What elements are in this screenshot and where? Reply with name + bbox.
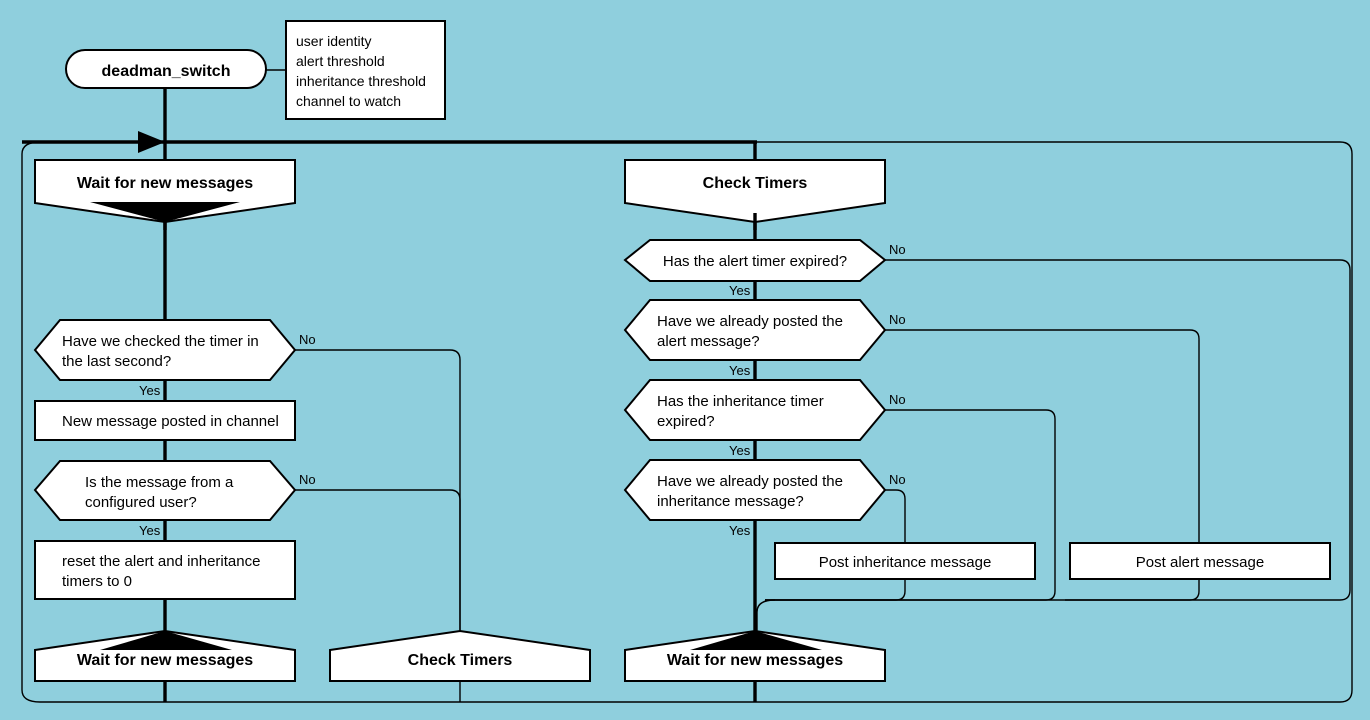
post-alert-message-box[interactable]: Post alert message — [1069, 542, 1331, 580]
right-header-label: Check Timers — [703, 175, 808, 192]
right-decision-3-line-1: Has the inheritance timer — [657, 393, 824, 410]
right-d1-no-route — [765, 259, 1351, 601]
left-decision-2-line-1: Is the message from a — [85, 474, 234, 491]
post-alert-message-label: Post alert message — [1136, 554, 1264, 571]
left-header-node[interactable]: Wait for new messages — [34, 159, 296, 224]
left-decision-1-line-2: the last second? — [62, 353, 171, 370]
right-decision-2-yes-label: Yes — [729, 363, 751, 378]
right-terminal-wait-cap — [690, 631, 822, 650]
params-note-box: user identity alert threshold inheritanc… — [285, 20, 446, 120]
post-inheritance-message-box[interactable]: Post inheritance message — [774, 542, 1036, 580]
left-decision-1-yes-label: Yes — [139, 383, 161, 398]
params-note-line-2: alert threshold — [296, 53, 385, 69]
right-decision-2-no-label: No — [889, 312, 906, 327]
left-terminal-wait[interactable]: Wait for new messages — [34, 629, 296, 682]
start-node-label: deadman_switch — [102, 63, 231, 80]
post-inheritance-exit-route — [765, 579, 906, 601]
right-decision-1-line-1: Has the alert timer expired? — [663, 253, 847, 270]
left-process-2[interactable]: reset the alert and inheritance timers t… — [34, 540, 296, 600]
left-process-1[interactable]: New message posted in channel — [34, 400, 296, 441]
right-terminal-wait[interactable]: Wait for new messages — [624, 629, 886, 682]
right-d2-no-route — [885, 329, 1200, 543]
post-alert-exit-route — [1065, 579, 1200, 601]
left-decision-2-yes-label: Yes — [139, 523, 161, 538]
params-note-line-4: channel to watch — [296, 93, 401, 109]
right-decision-1-no-label: No — [889, 242, 906, 257]
right-decision-1-yes-label: Yes — [729, 283, 751, 298]
left-terminal-wait-label: Wait for new messages — [77, 652, 253, 669]
right-decision-4-yes-label: Yes — [729, 523, 751, 538]
start-node[interactable]: deadman_switch — [65, 49, 267, 89]
params-note-line-1: user identity — [296, 33, 371, 49]
right-bus-merge-hook — [756, 599, 776, 631]
left-terminal-check-timers[interactable]: Check Timers — [329, 629, 591, 682]
left-d2-no-route — [295, 489, 461, 640]
left-process-2-line-2: timers to 0 — [62, 573, 132, 590]
right-decision-4-line-2: inheritance message? — [657, 493, 804, 510]
right-decision-3-line-2: expired? — [657, 413, 715, 430]
left-decision-2-no-label: No — [299, 472, 316, 487]
right-decision-4-line-1: Have we already posted the — [657, 473, 843, 490]
left-process-2-line-1: reset the alert and inheritance — [62, 553, 260, 570]
left-decision-2-line-2: configured user? — [85, 494, 197, 511]
left-d1-no-route — [295, 349, 461, 640]
right-decision-1[interactable]: Has the alert timer expired? — [623, 239, 887, 282]
right-d3-no-route — [765, 409, 1056, 601]
left-header-label: Wait for new messages — [77, 175, 253, 192]
right-decision-3-yes-label: Yes — [729, 443, 751, 458]
right-decision-4-no-label: No — [889, 472, 906, 487]
left-decision-1[interactable]: Have we checked the timer in the last se… — [33, 319, 297, 381]
left-decision-1-no-label: No — [299, 332, 316, 347]
right-decision-3-no-label: No — [889, 392, 906, 407]
right-d4-no-route — [885, 489, 906, 543]
right-terminal-wait-label: Wait for new messages — [667, 652, 843, 669]
right-decision-2-line-1: Have we already posted the — [657, 313, 843, 330]
right-decision-2-line-2: alert message? — [657, 333, 760, 350]
left-terminal-wait-cap — [100, 631, 232, 650]
right-decision-3[interactable]: Has the inheritance timer expired? — [623, 379, 887, 441]
left-decision-2[interactable]: Is the message from a configured user? — [33, 460, 297, 521]
params-note-line-3: inheritance threshold — [296, 73, 426, 89]
right-decision-2[interactable]: Have we already posted the alert message… — [623, 299, 887, 361]
right-header-node[interactable]: Check Timers — [624, 159, 886, 224]
left-process-1-label: New message posted in channel — [62, 413, 279, 430]
left-header-notch — [90, 202, 240, 222]
post-inheritance-message-label: Post inheritance message — [819, 554, 992, 571]
right-decision-4[interactable]: Have we already posted the inheritance m… — [623, 459, 887, 521]
left-decision-1-line-1: Have we checked the timer in — [62, 333, 259, 350]
left-terminal-check-timers-label: Check Timers — [408, 652, 513, 669]
outer-loop-container — [21, 141, 1353, 703]
